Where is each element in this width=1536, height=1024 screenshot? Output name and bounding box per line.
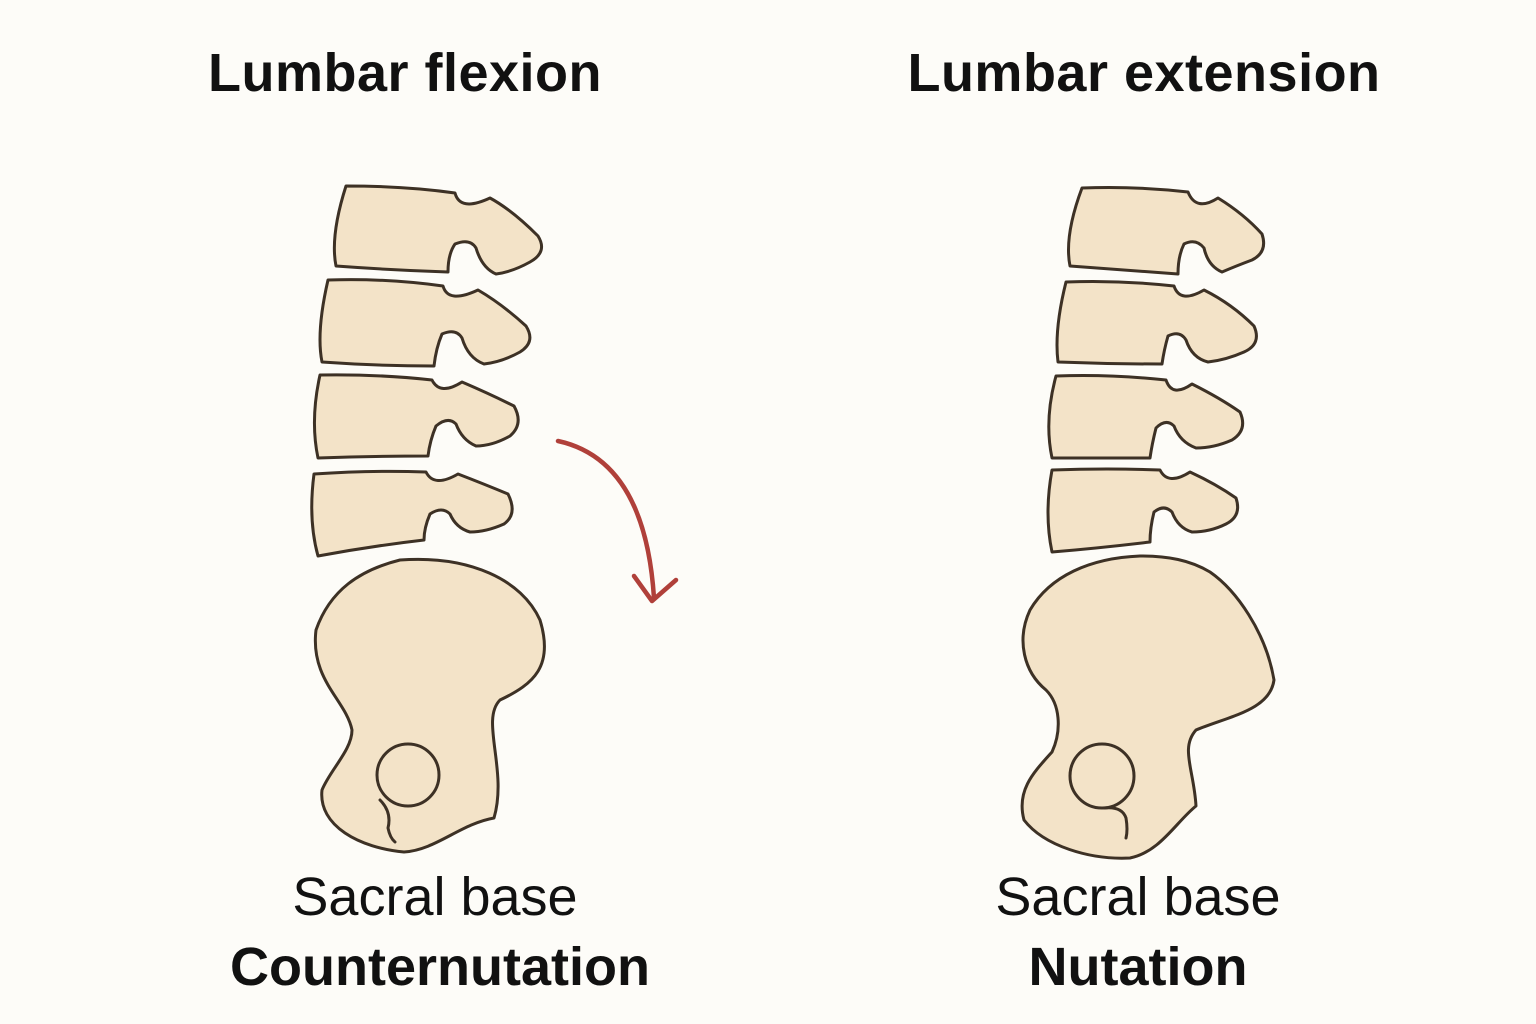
extension-caption-motion: Nutation [1028, 937, 1248, 997]
flexion-caption-sacral-base: Sacral base [292, 867, 578, 927]
extension-spine-illustration [1020, 186, 1276, 860]
flexion-curved-arrow-icon [555, 438, 679, 604]
extension-caption-sacral-base: Sacral base [995, 867, 1281, 927]
extension-panel: Lumbar extension Sacral base Nutation [870, 0, 1536, 1024]
flexion-vertebra-1 [332, 184, 544, 276]
flexion-title: Lumbar flexion [207, 43, 603, 103]
flexion-vertebra-3 [312, 373, 520, 460]
flexion-caption-motion: Counternutation [230, 937, 650, 997]
extension-vertebra-4 [1046, 467, 1240, 554]
flexion-spine-illustration [310, 184, 679, 854]
extension-vertebra-1 [1067, 186, 1266, 276]
extension-sacrum [1020, 554, 1276, 860]
extension-vertebra-2 [1055, 280, 1258, 366]
flexion-vertebra-2 [318, 278, 532, 368]
extension-vertebra-3 [1047, 374, 1245, 460]
flexion-sacrum [313, 557, 546, 854]
extension-title: Lumbar extension [907, 43, 1381, 103]
flexion-vertebra-4 [310, 469, 514, 558]
flexion-panel: Lumbar flexion Sacral base Counternutati… [207, 43, 679, 997]
